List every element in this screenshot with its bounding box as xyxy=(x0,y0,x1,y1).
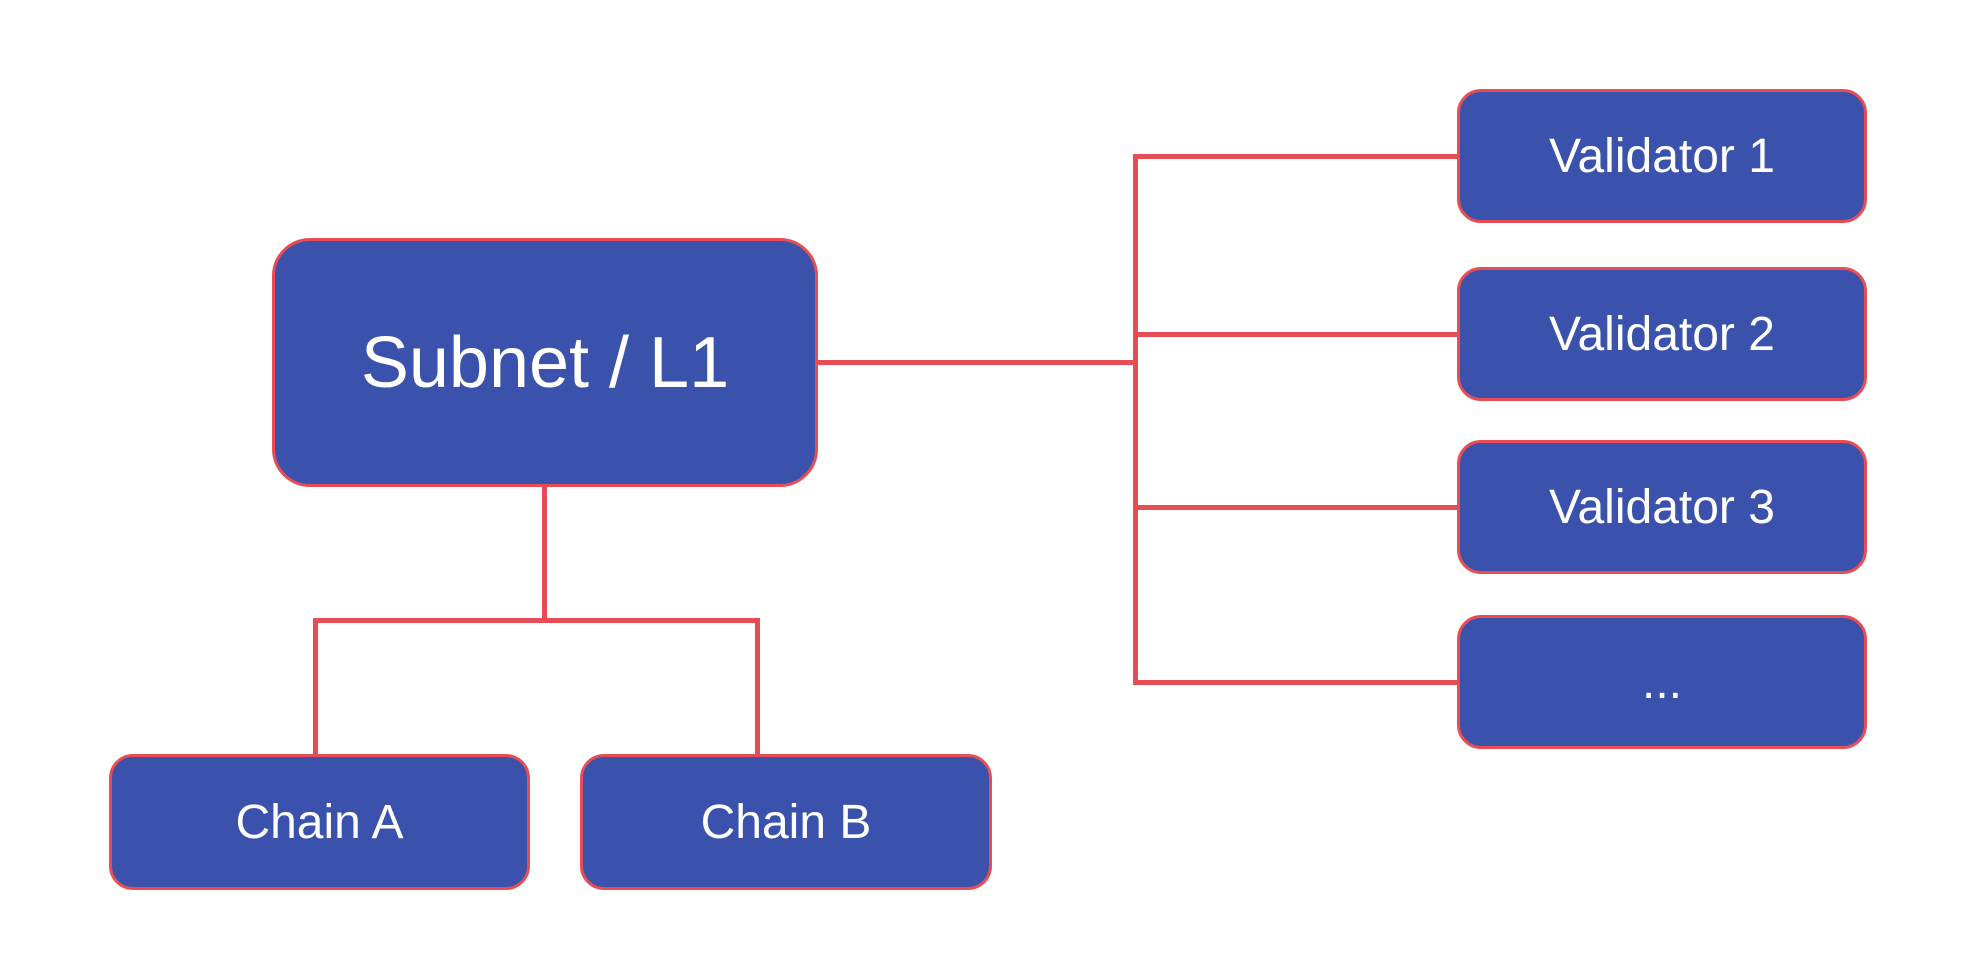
connector-chain-a-drop xyxy=(313,618,318,756)
node-subnet-l1: Subnet / L1 xyxy=(272,238,818,487)
node-validator-3-label: Validator 3 xyxy=(1549,480,1775,534)
connector-branch-validator-3 xyxy=(1133,505,1457,510)
connector-validator-trunk xyxy=(1133,154,1138,685)
connector-chain-b-drop xyxy=(755,618,760,756)
node-chain-a: Chain A xyxy=(109,754,530,890)
node-subnet-l1-label: Subnet / L1 xyxy=(360,322,730,403)
connector-branch-validator-2 xyxy=(1133,332,1457,337)
node-chain-b: Chain B xyxy=(580,754,992,890)
connector-branch-validator-more xyxy=(1133,680,1457,685)
node-validator-1-label: Validator 1 xyxy=(1549,129,1775,183)
connector-branch-validator-1 xyxy=(1133,154,1457,159)
node-validator-more: ... xyxy=(1457,615,1867,749)
node-validator-3: Validator 3 xyxy=(1457,440,1867,574)
connector-subnet-to-chains xyxy=(542,487,547,623)
connector-chain-distributor xyxy=(313,618,760,623)
node-chain-b-label: Chain B xyxy=(700,795,872,849)
node-validator-more-label: ... xyxy=(1641,655,1682,709)
node-chain-a-label: Chain A xyxy=(235,795,404,849)
node-validator-2-label: Validator 2 xyxy=(1549,307,1775,361)
node-validator-1: Validator 1 xyxy=(1457,89,1867,223)
connector-subnet-to-validator-trunk xyxy=(818,360,1138,365)
node-validator-2: Validator 2 xyxy=(1457,267,1867,401)
